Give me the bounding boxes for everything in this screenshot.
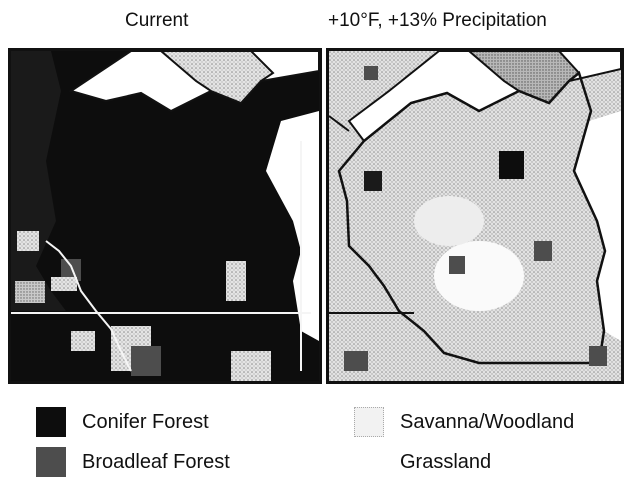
michigan-upper-peninsula <box>159 51 275 105</box>
map-current-vegetation <box>8 48 322 384</box>
legend-label-broadleaf: Broadleaf Forest <box>82 450 230 473</box>
grassland-patch <box>414 196 484 246</box>
broadleaf-patch <box>364 66 378 80</box>
grid-cell <box>131 346 161 376</box>
legend-item-broadleaf: Broadleaf Forest <box>36 447 230 477</box>
grid-cell <box>51 277 77 291</box>
map-current-svg <box>11 51 319 381</box>
grid-cell <box>17 231 39 251</box>
state-border-west-future <box>329 115 350 132</box>
grid-cell <box>226 261 246 301</box>
legend-swatch-grassland <box>354 447 384 477</box>
grid-cell <box>71 331 95 351</box>
map-future-vegetation <box>326 48 624 384</box>
legend-label-grassland: Grassland <box>400 450 492 473</box>
legend-swatch-broadleaf <box>36 447 66 477</box>
legend-item-savanna: Savanna/Woodland <box>354 407 575 437</box>
grid-cell <box>61 259 81 281</box>
broadleaf-patch <box>589 346 607 366</box>
legend-item-grassland: Grassland <box>354 448 491 476</box>
figure-title-cutoff <box>0 0 626 10</box>
broadleaf-patch <box>534 241 552 261</box>
broadleaf-patch <box>344 351 368 371</box>
legend-label-conifer: Conifer Forest <box>82 410 209 433</box>
broadleaf-patch <box>449 256 465 274</box>
wisconsin-outline <box>337 70 607 365</box>
conifer-patch <box>499 151 524 179</box>
conifer-patch <box>364 171 382 191</box>
grassland-patch <box>434 241 524 311</box>
grid-cell <box>231 351 271 381</box>
state-border-west <box>45 240 132 372</box>
panel-label-current: Current <box>125 10 189 31</box>
legend-swatch-conifer <box>36 407 66 437</box>
lake-michigan <box>266 111 319 341</box>
map-future-svg <box>329 51 621 381</box>
grid-cell <box>15 281 45 303</box>
legend-item-conifer: Conifer Forest <box>36 407 209 437</box>
legend-swatch-savanna <box>354 407 384 437</box>
legend-label-savanna: Savanna/Woodland <box>400 410 575 433</box>
lake-michigan-future <box>574 111 621 341</box>
panel-label-future: +10°F, +13% Precipitation <box>328 10 547 31</box>
